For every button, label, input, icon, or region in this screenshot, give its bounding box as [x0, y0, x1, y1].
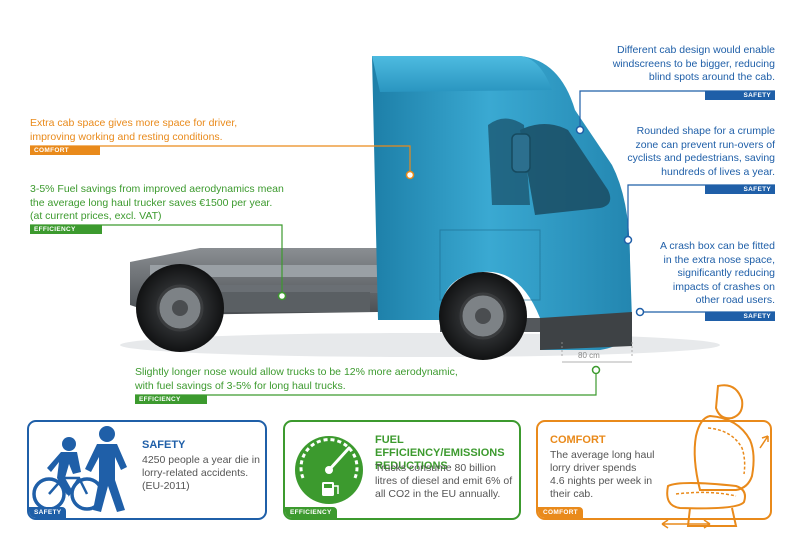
fuel-tank — [210, 292, 370, 312]
annotation-longer-nose: Slightly longer nose would allow trucks … — [135, 366, 458, 392]
comfort-box-text: The average long haul lorry driver spend… — [550, 449, 655, 500]
cyclist-pedestrian-icon — [32, 426, 127, 512]
tag-safety: SAFETY — [705, 312, 775, 321]
annotation-crumple-zone: Rounded shape for a crumple zone can pre… — [627, 125, 775, 178]
annotation-cab-space: Extra cab space gives more space for dri… — [30, 117, 238, 143]
fuel-gauge-icon — [295, 436, 363, 504]
tag-safety: SAFETY — [705, 185, 775, 194]
safety-box-title: SAFETY — [142, 439, 186, 451]
efficiency-box-title: FUEL EFFICIENCY/EMISSIONS REDUCTIONS — [375, 434, 505, 472]
efficiency-box-text: Trucks consume 80 billion litres of dies… — [375, 462, 513, 500]
tag-efficiency: EFFICIENCY — [285, 507, 337, 518]
cab-roof — [372, 56, 552, 92]
efficiency-box: FUEL EFFICIENCY/EMISSIONS REDUCTIONS Tru… — [283, 420, 521, 520]
tag-efficiency: EFFICIENCY — [135, 395, 207, 404]
windscreen — [520, 124, 611, 215]
tag-comfort: COMFORT — [30, 146, 100, 155]
comfort-box: COMFORT The average long haul lorry driv… — [536, 420, 772, 520]
tag-safety: SAFETY — [29, 507, 67, 518]
measure-label: 80 cm — [578, 351, 600, 360]
safety-box: SAFETY 4250 people a year die in lorry-r… — [27, 420, 267, 520]
tag-efficiency: EFFICIENCY — [30, 225, 102, 234]
safety-box-text: 4250 people a year die in lorry-related … — [142, 454, 260, 492]
side-mirror — [511, 133, 531, 173]
annotation-crash-box: A crash box can be fitted in the extra n… — [660, 240, 775, 306]
front-bumper — [540, 312, 632, 350]
annotation-fuel-savings: 3-5% Fuel savings from improved aerodyna… — [30, 183, 284, 222]
truck-seat-icon — [661, 384, 769, 529]
tag-comfort: COMFORT — [538, 507, 583, 518]
annotation-windscreen: Different cab design would enable windsc… — [612, 44, 775, 83]
tag-safety: SAFETY — [705, 91, 775, 100]
comfort-box-title: COMFORT — [550, 434, 606, 446]
